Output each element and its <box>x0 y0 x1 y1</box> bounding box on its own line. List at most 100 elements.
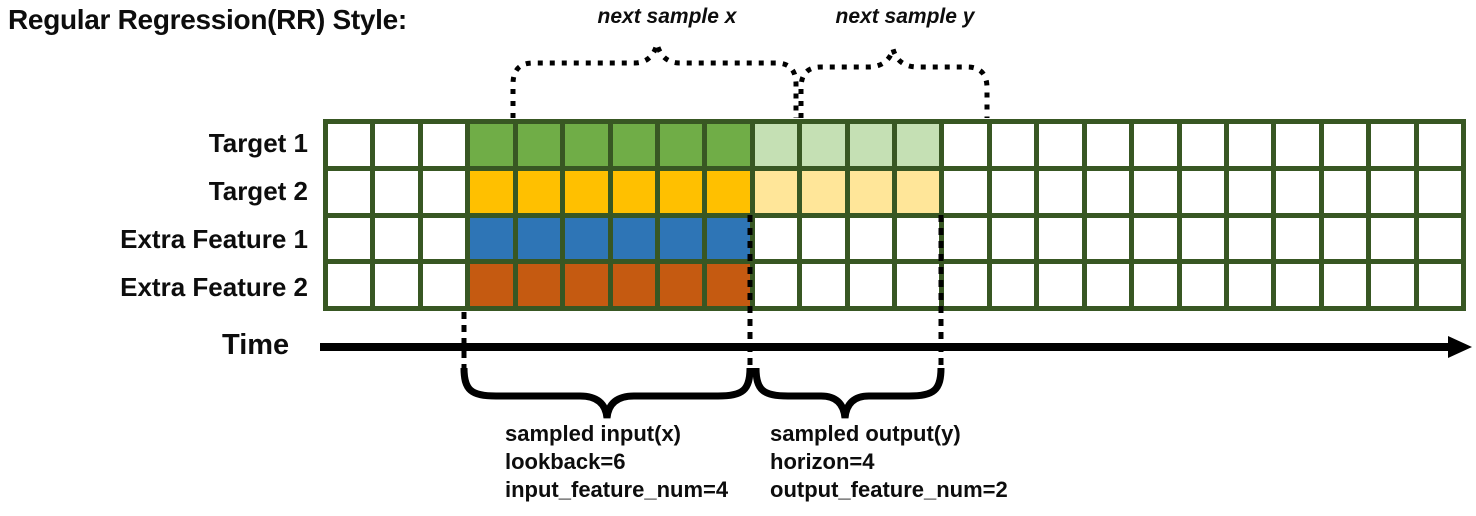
grid-cell-white <box>1276 124 1319 166</box>
grid-cell-white <box>375 217 418 260</box>
grid-cell-white <box>1181 264 1224 306</box>
sampled-input-annotation: sampled input(x) lookback=6 input_featur… <box>505 420 728 504</box>
next-sample-y-label: next sample y <box>835 5 975 28</box>
grid-cell-orange <box>612 264 655 306</box>
grid-cell-green <box>659 124 703 166</box>
grid-cell-white <box>328 264 371 306</box>
grid-cell-white <box>1418 264 1461 306</box>
grid-cell-green_light <box>802 124 845 166</box>
grid-cell-orange <box>707 264 750 306</box>
sampled-output-line: sampled output(y) <box>770 421 961 446</box>
sampled-input-line: sampled input(x) <box>505 421 682 446</box>
grid-cell-white <box>1323 170 1367 213</box>
grid-cell-white <box>1134 264 1177 306</box>
sample-grid <box>323 119 1466 311</box>
grid-cell-yellow_light <box>802 170 845 213</box>
grid-cell-yellow_light <box>849 170 892 213</box>
diagram-title: Regular Regression(RR) Style: <box>8 4 407 35</box>
grid-cell-white <box>802 217 845 260</box>
grid-cell-white <box>422 124 466 166</box>
grid-cell-white <box>1228 124 1272 166</box>
grid-cell-orange <box>565 264 608 306</box>
grid-cell-white <box>944 124 987 166</box>
grid-cell-white <box>944 264 987 306</box>
grid-cell-white <box>1323 217 1367 260</box>
grid-cell-white <box>1039 264 1082 306</box>
grid-cell-yellow <box>612 170 655 213</box>
grid-cell-green <box>707 124 750 166</box>
grid-cell-white <box>1276 217 1319 260</box>
horizon-line: horizon=4 <box>770 449 875 474</box>
grid-cell-white <box>1039 124 1082 166</box>
grid-cell-white <box>375 264 418 306</box>
grid-cell-white <box>422 264 466 306</box>
lookback-line: lookback=6 <box>505 449 626 474</box>
next-sample-x-brace <box>510 34 799 118</box>
row-label-extra-feature-1: Extra Feature 1 <box>120 223 308 254</box>
grid-cell-white <box>1134 124 1177 166</box>
grid-cell-white <box>1086 217 1130 260</box>
grid-cell-white <box>1418 217 1461 260</box>
grid-cell-white <box>991 264 1035 306</box>
grid-cell-green <box>612 124 655 166</box>
grid-cell-white <box>991 217 1035 260</box>
grid-cell-green_light <box>754 124 798 166</box>
time-axis-label: Time <box>222 329 290 361</box>
grid-cell-white <box>944 217 987 260</box>
grid-cell-white <box>1371 170 1414 213</box>
grid-cell-yellow <box>565 170 608 213</box>
grid-cell-white <box>1371 124 1414 166</box>
row-label-target-2: Target 2 <box>208 175 308 206</box>
grid-cell-yellow <box>707 170 750 213</box>
grid-cell-green <box>470 124 513 166</box>
grid-cell-white <box>1181 124 1224 166</box>
grid-cell-white <box>375 170 418 213</box>
grid-cell-white <box>802 264 845 306</box>
input-feature-num-line: input_feature_num=4 <box>505 477 729 502</box>
grid-cell-white <box>1086 124 1130 166</box>
grid-cell-white <box>1323 264 1367 306</box>
grid-cell-white <box>991 124 1035 166</box>
grid-cell-green_light <box>897 124 940 166</box>
grid-cell-green_light <box>849 124 892 166</box>
grid-cell-blue <box>517 217 561 260</box>
row-label-target-1: Target 1 <box>208 127 308 158</box>
row-labels: Target 1 Target 2 Extra Feature 1 Extra … <box>0 119 316 311</box>
grid-cell-yellow <box>659 170 703 213</box>
grid-cell-white <box>849 217 892 260</box>
next-sample-x-label: next sample x <box>597 5 737 28</box>
sampled-output-annotation: sampled output(y) horizon=4 output_featu… <box>770 420 1008 504</box>
sampled-output-brace <box>752 367 945 419</box>
grid-cell-white <box>1371 264 1414 306</box>
grid-cell-white <box>1228 264 1272 306</box>
grid-cell-white <box>1323 124 1367 166</box>
grid-cell-white <box>422 170 466 213</box>
grid-cell-white <box>1276 170 1319 213</box>
grid-cell-white <box>1134 170 1177 213</box>
grid-cell-yellow_light <box>754 170 798 213</box>
grid-cell-blue <box>707 217 750 260</box>
grid-cell-white <box>944 170 987 213</box>
grid-cell-white <box>1371 217 1414 260</box>
next-sample-y-brace <box>798 39 990 118</box>
grid-cell-white <box>991 170 1035 213</box>
grid-cell-white <box>1228 217 1272 260</box>
grid-cell-white <box>1181 217 1224 260</box>
row-label-extra-feature-2: Extra Feature 2 <box>120 271 308 302</box>
grid-cell-white <box>1039 170 1082 213</box>
grid-cell-white <box>328 124 371 166</box>
grid-cell-white <box>1181 170 1224 213</box>
grid-cell-green <box>565 124 608 166</box>
grid-cell-white <box>422 217 466 260</box>
grid-cell-white <box>1276 264 1319 306</box>
grid-cell-white <box>1134 217 1177 260</box>
grid-cell-white <box>897 264 940 306</box>
grid-cell-blue <box>565 217 608 260</box>
grid-cell-green <box>517 124 561 166</box>
grid-cell-white <box>849 264 892 306</box>
grid-cell-white <box>1086 170 1130 213</box>
grid-cell-white <box>1228 170 1272 213</box>
grid-cell-white <box>754 264 798 306</box>
grid-cell-white <box>328 170 371 213</box>
